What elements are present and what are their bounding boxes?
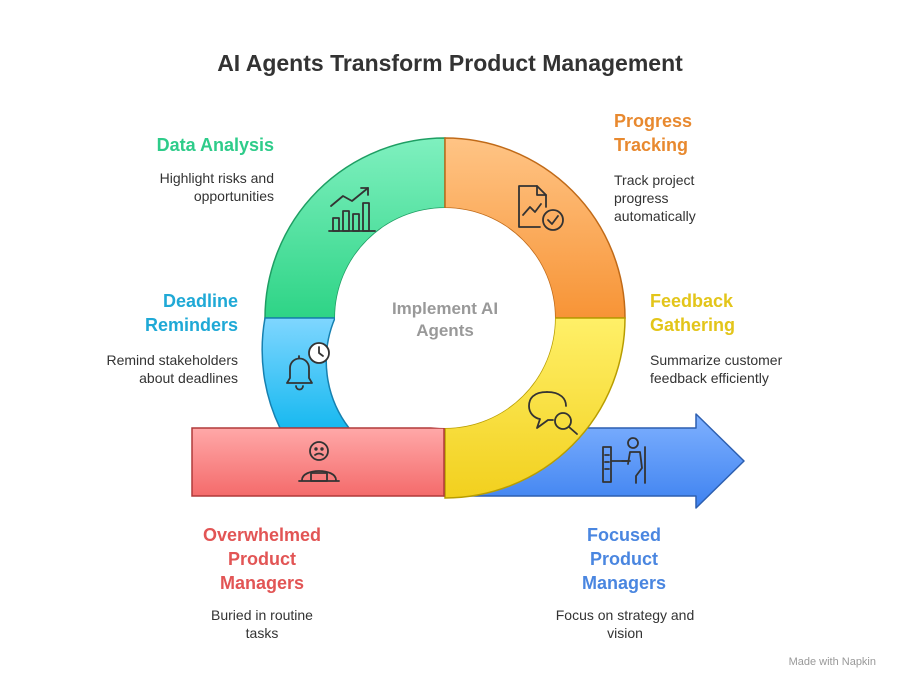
- chat-search-icon: [528, 391, 578, 435]
- before-desc: Buried in routine tasks: [211, 607, 313, 641]
- before-title: Overwhelmed Product Managers: [202, 525, 322, 593]
- person-at-desk-icon: [602, 437, 646, 484]
- segment-deadline-reminders: [261, 317, 351, 429]
- alarm-bell-icon: [286, 342, 330, 391]
- progress-tracking-title: Progress Tracking: [614, 111, 693, 155]
- stressed-person-icon: [298, 441, 340, 482]
- after-title: Focused Product Managers: [581, 525, 667, 593]
- data-analysis-title: Data Analysis: [156, 135, 274, 155]
- after-desc: Focus on strategy and vision: [555, 607, 695, 641]
- chart-up-icon: [328, 187, 376, 232]
- document-check-icon: [518, 185, 564, 231]
- center-label-line1: Implement AI: [392, 299, 498, 318]
- data-analysis-desc: Highlight risks and opportunities: [159, 170, 274, 204]
- progress-tracking-desc: Track project progress automatically: [614, 172, 696, 224]
- deadline-reminders-desc: Remind stakeholders about deadlines: [106, 352, 238, 386]
- diagram-title: AI Agents Transform Product Management: [217, 50, 683, 76]
- made-with-napkin-footer: Made with Napkin: [788, 656, 876, 668]
- feedback-gathering-desc: Summarize customer feedback efficiently: [650, 352, 783, 386]
- deadline-reminders-title: Deadline Reminders: [144, 291, 238, 335]
- center-label-line2: Agents: [416, 321, 474, 340]
- before-box: [191, 427, 445, 497]
- feedback-gathering-title: Feedback Gathering: [650, 291, 736, 335]
- center-circle: [335, 208, 555, 428]
